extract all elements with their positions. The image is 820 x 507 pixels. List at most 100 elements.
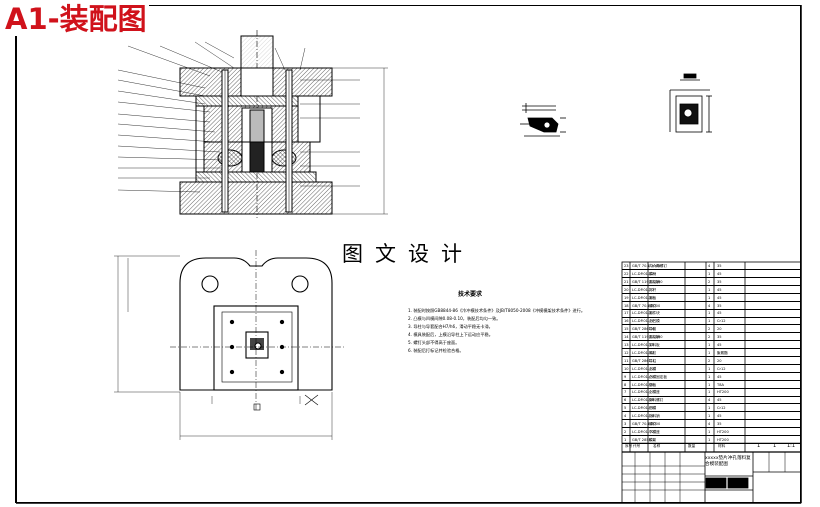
- drawing-title-tag: A1-装配图: [3, 2, 149, 36]
- bom-cell-no: 21: [624, 279, 629, 284]
- bom-cell-code: LC-DP.01-06: [632, 398, 654, 403]
- bom-cell-code: GB/T 70.1-2000: [632, 303, 661, 308]
- bom-cell-no: 9: [624, 374, 627, 379]
- bom-cell-code: LC-DP.01-16: [632, 319, 654, 324]
- bom-cell-material: 45: [717, 414, 722, 419]
- bom-cell-qty: 1: [708, 366, 711, 371]
- bom-cell-material: Cr12: [717, 319, 726, 324]
- bom-cell-qty: 4: [708, 398, 711, 403]
- bom-cell-no: 7: [624, 390, 627, 395]
- bom-cell-no: 16: [624, 319, 629, 324]
- bom-cell-material: 45: [717, 271, 722, 276]
- bom-cell-qty: 1: [708, 319, 711, 324]
- watermark-text: 图文设计: [342, 238, 474, 268]
- tech-requirement-line: 2. 凸模与凹模间隙0.08-0.10，装配后均匀一致。: [408, 316, 501, 321]
- bom-cell-code: LC-DP.01-09: [632, 374, 654, 379]
- bom-cell-code: LC-DP.01-20: [632, 287, 654, 292]
- section-view: [179, 30, 333, 218]
- bom-cell-name: 推件块: [649, 311, 660, 316]
- tech-requirements-title: 技术要求: [458, 291, 483, 298]
- bom-cell-material: T8A: [717, 382, 724, 387]
- tech-requirement-line: 5. 螺钉头部不得高于座面。: [408, 340, 460, 345]
- bom-cell-no: 3: [624, 422, 627, 426]
- bom-cell-material: 45: [717, 398, 722, 403]
- bom-cell-code: LC-DP.01-05: [632, 406, 654, 411]
- bom-cell-qty: 4: [708, 264, 711, 268]
- leader-lines-left: [117, 41, 306, 193]
- bom-cell-name: 卸料板: [649, 343, 660, 347]
- bom-cell-material: HT200: [717, 429, 729, 434]
- sheet-mark: 1: [773, 443, 777, 449]
- bom-cell-no: 1: [624, 437, 627, 442]
- bom-cell-qty: 4: [708, 422, 711, 426]
- bom-cell-material: 45: [717, 374, 722, 379]
- sheet-mark: 1:1: [787, 443, 796, 449]
- bom-header-no: 序号: [625, 444, 633, 448]
- bom-cell-qty: 1: [708, 350, 711, 355]
- bom-cell-code: LC-DP.01-12: [632, 350, 654, 355]
- bom-cell-name: 凸模: [649, 366, 657, 371]
- sheet-mark: 1: [757, 443, 761, 449]
- bom-cell-name: 推板: [649, 295, 657, 300]
- plan-view: [170, 250, 345, 411]
- bom-cell-qty: 1: [708, 287, 711, 292]
- bom-cell-qty: 1: [708, 374, 711, 379]
- bom-cell-no: 13: [624, 343, 629, 347]
- bom-cell-no: 4: [624, 414, 627, 419]
- bom-cell-material: Cr12: [717, 366, 726, 371]
- bom-cell-name: 凸凹模: [649, 319, 660, 324]
- bom-cell-name: 圆柱销: [649, 335, 660, 340]
- bom-header-code: 代号: [633, 444, 641, 448]
- bom-cell-material: 35: [717, 422, 722, 426]
- bom-cell-material: 聚氨酯: [717, 350, 728, 355]
- bom-cell-no: 15: [624, 327, 629, 332]
- bom-cell-no: 8: [624, 382, 627, 387]
- bom-header: 序号 代号 名称 数量 材料: [623, 444, 801, 452]
- bom-cell-name: 圆柱销: [649, 279, 660, 284]
- bom-cell-no: 22: [624, 271, 629, 276]
- bom-cell-material: 35: [717, 279, 722, 284]
- bom-cell-name: 垫板: [649, 382, 657, 387]
- bom-header-name: 名称: [653, 444, 661, 448]
- bom-cell-material: Cr12: [717, 406, 726, 411]
- bom-cell-code: LC-DP.01-19: [632, 295, 654, 300]
- bom-cell-qty: 1: [708, 295, 711, 300]
- bom-cell-qty: 2: [708, 327, 711, 332]
- bom-cell-name: 凸模固定板: [649, 374, 667, 379]
- bom-cell-no: 6: [624, 398, 627, 403]
- bom-cell-name: 挡料销: [649, 414, 660, 419]
- bom-cell-code: GB/T 2855.1: [632, 437, 655, 442]
- bom-cell-name: 模柄: [649, 271, 657, 276]
- bom-cell-material: 45: [717, 295, 722, 300]
- bom-cell-qty: 1: [708, 437, 711, 442]
- bom-cell-code: GB/T 70.1-2000: [632, 264, 661, 268]
- bom-cell-no: 17: [624, 311, 629, 316]
- part-detail-right: [669, 73, 712, 133]
- bom-cell-material: 45: [717, 311, 722, 316]
- bom-cell-no: 23: [624, 264, 629, 268]
- bom-header-material: 材料: [718, 444, 726, 448]
- leader-lines-right: [300, 79, 360, 187]
- bom-cell-material: 20: [717, 358, 722, 363]
- bom-cell-material: 20: [717, 327, 722, 332]
- tech-requirement-line: 4. 模具装配后，上模沿导柱上下运动应平稳。: [408, 332, 493, 337]
- bom-cell-name: 卸料螺钉: [649, 398, 664, 403]
- tech-requirement-line: 1. 装配时按照GB8844-86《冷冲模技术条件》及JB/T8050-2008…: [408, 308, 586, 313]
- bom-cell-material: 45: [717, 287, 722, 292]
- bom-cell-name: 下模座: [649, 429, 660, 434]
- bom-cell-qty: 1: [708, 390, 711, 395]
- bom-cell-code: LC-DP.01-22: [632, 271, 654, 276]
